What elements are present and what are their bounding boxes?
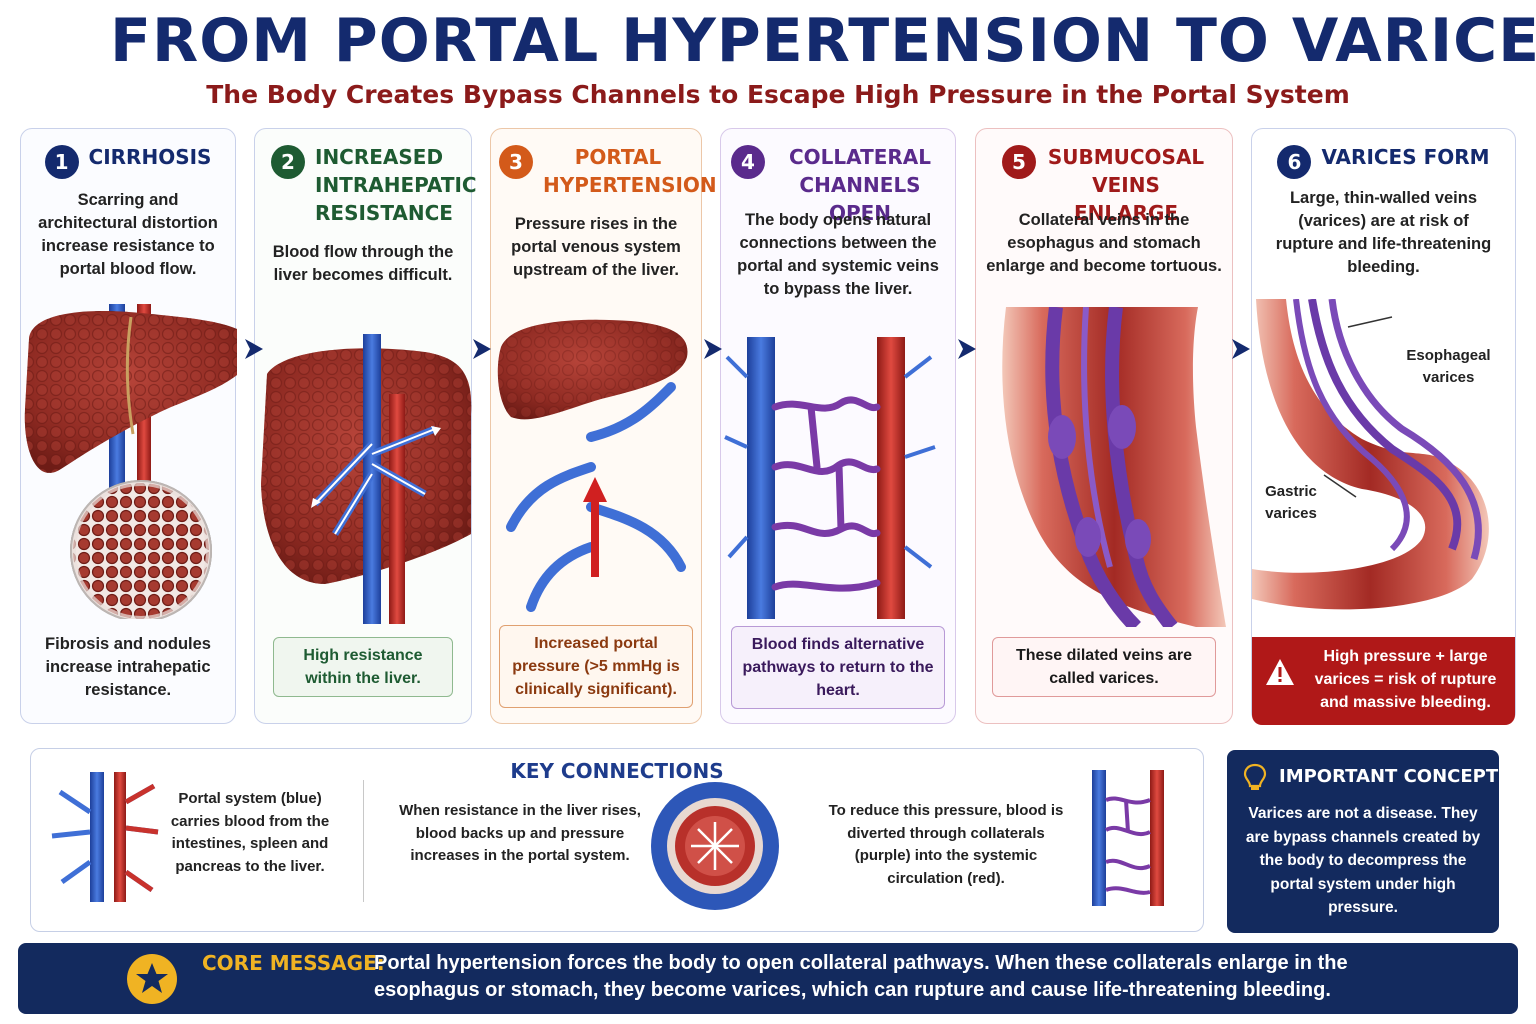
step-header-2: 2 INCREASED INTRAHEPATIC RESISTANCE — [255, 143, 477, 227]
arrow-right-icon — [245, 339, 263, 359]
vessel-cross-section-icon — [651, 782, 779, 910]
label-esophageal-varices: Esophageal varices — [1406, 347, 1491, 386]
divider — [363, 780, 364, 902]
page-title: FROM PORTAL HYPERTENSION TO VARICES — [110, 6, 1536, 76]
step-header-5: 5 SUBMUCOSAL VEINS ENLARGE — [976, 143, 1232, 227]
arrow-right-icon — [704, 339, 722, 359]
warning-icon — [1266, 659, 1294, 685]
step-number-4: 4 — [731, 145, 765, 179]
step-number-5: 5 — [1002, 145, 1036, 179]
label-gastric-varices: Gastric varices — [1265, 483, 1317, 522]
step-number-6: 6 — [1277, 145, 1312, 179]
step-note-2: High resistance within the liver. — [273, 637, 453, 697]
page-subtitle: The Body Creates Bypass Channels to Esca… — [206, 80, 1350, 109]
lightbulb-icon — [1243, 763, 1267, 790]
step-note-3: Increased portal pressure (>5 mmHg is cl… — [499, 625, 693, 708]
step-description-3: Pressure rises in the portal venous syst… — [511, 215, 681, 279]
step-panel-2: 2 INCREASED INTRAHEPATIC RESISTANCE Bloo… — [254, 128, 477, 724]
star-icon — [127, 954, 177, 1004]
step-title-5: SUBMUCOSAL VEINS ENLARGE — [1047, 145, 1205, 225]
step-panel-3: 3 PORTAL HYPERTENSION Pressure rises in … — [490, 128, 717, 724]
key-connection-1: Portal system (blue) carries blood from … — [170, 790, 330, 875]
arrow-right-icon — [1232, 339, 1250, 359]
step-title-3: PORTAL HYPERTENSION — [543, 145, 717, 197]
step-number-1: 1 — [44, 145, 79, 179]
step-description-2: Blood flow through the liver becomes dif… — [272, 243, 454, 284]
portal-system-icon — [51, 772, 159, 902]
key-connection-2: When resistance in the liver rises, bloo… — [399, 802, 641, 864]
step-header-6: 6 VARICES FORM — [1252, 143, 1515, 179]
step-description-4: The body opens natural connections betwe… — [737, 211, 939, 298]
step-panel-4: 4 COLLATERAL CHANNELS OPEN The body open… — [720, 128, 956, 724]
submucosal-veins-illustration — [1002, 307, 1226, 627]
step-panel-5: 5 SUBMUCOSAL VEINS ENLARGE Collateral ve… — [975, 128, 1233, 724]
step-title-6: VARICES FORM — [1321, 145, 1490, 169]
key-connections-title: KEY CONNECTIONS — [510, 759, 724, 783]
step-note-5: These dilated veins are called varices. — [992, 637, 1216, 697]
step-header-3: 3 PORTAL HYPERTENSION — [491, 143, 717, 199]
important-concept-box: IMPORTANT CONCEPT Varices are not a dise… — [1227, 750, 1499, 933]
key-connections-box: KEY CONNECTIONS — [30, 748, 1204, 932]
step-note-6: High pressure + large varices = risk of … — [1252, 637, 1515, 725]
step-number-3: 3 — [499, 145, 533, 179]
step-header-4: 4 COLLATERAL CHANNELS OPEN — [721, 143, 955, 227]
liver-resistance-illustration — [261, 334, 472, 624]
step-description-6: Large, thin-walled veins (varices) are a… — [1275, 189, 1492, 276]
collateral-veins-icon — [1092, 770, 1164, 906]
core-message-banner: CORE MESSAGE: Portal hypertension forces… — [18, 943, 1518, 1014]
step-number-2: 2 — [271, 145, 305, 179]
key-connection-3: To reduce this pressure, blood is divert… — [828, 802, 1064, 887]
step-title-4: COLLATERAL CHANNELS OPEN — [788, 145, 932, 225]
core-message-label: CORE MESSAGE: — [202, 951, 385, 975]
arrow-right-icon — [473, 339, 491, 359]
important-concept-title: IMPORTANT CONCEPT — [1279, 766, 1499, 787]
varices-stomach-illustration — [1252, 299, 1489, 610]
step-panel-6: 6 VARICES FORM Large, thin-walled veins … — [1251, 128, 1516, 725]
step-description-1: Scarring and architectural distortion in… — [38, 191, 218, 278]
step-description-5: Collateral veins in the esophagus and st… — [986, 211, 1222, 275]
step-note-1: Fibrosis and nodules increase intrahepat… — [45, 635, 211, 699]
step-title-1: CIRRHOSIS — [88, 145, 212, 169]
step-note-4: Blood finds alternative pathways to retu… — [731, 626, 945, 709]
important-concept-text: Varices are not a disease. They are bypa… — [1245, 805, 1481, 916]
core-message-text: Portal hypertension forces the body to o… — [374, 952, 1348, 1001]
step-header-1: 1 CIRRHOSIS — [21, 143, 235, 179]
collateral-channels-illustration — [724, 337, 936, 619]
arrow-right-icon — [958, 339, 976, 359]
step-title-2: INCREASED INTRAHEPATIC RESISTANCE — [315, 145, 477, 225]
step-panel-1: 1 CIRRHOSIS Scarring and architectural d… — [20, 128, 237, 724]
cirrhotic-liver-illustration — [24, 304, 237, 619]
portal-pressure-illustration — [497, 307, 688, 617]
